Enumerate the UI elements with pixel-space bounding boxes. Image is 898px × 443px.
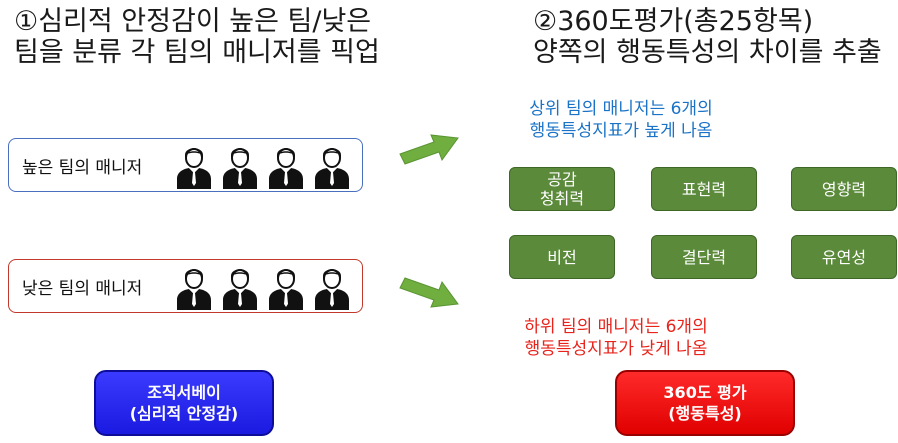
trait-label: 표현력 — [681, 179, 727, 199]
high-team-label: 높은 팀의 매니저 — [22, 158, 143, 178]
low-team-label: 낮은 팀의 매니저 — [22, 279, 143, 299]
businessman-icon — [176, 268, 212, 310]
eval-button-line2: (행동특성) — [668, 404, 742, 423]
step2-line1: ②360도평가(총25항목) — [533, 6, 814, 37]
trait-chip-vision: 비전 — [509, 235, 615, 279]
low-note-line1: 하위 팀의 매니저는 6개의 — [524, 317, 708, 337]
trait-chip-flexibility: 유연성 — [791, 235, 897, 279]
org-survey-button[interactable]: 조직서베이 (심리적 안정감) — [94, 370, 274, 436]
businessman-icon — [222, 147, 258, 189]
arrow-down-right-icon — [399, 277, 459, 308]
businessman-icon — [222, 268, 258, 310]
low-note-line2: 행동특성지표가 낮게 나옴 — [524, 339, 708, 359]
high-team-note: 상위 팀의 매니저는 6개의 행동특성지표가 높게 나옴 — [510, 98, 732, 142]
trait-label: 청취력 — [539, 189, 585, 208]
businessman-icon — [176, 147, 212, 189]
survey-button-line1: 조직서베이 — [147, 383, 221, 402]
high-team-box: 높은 팀의 매니저 — [8, 138, 363, 192]
businessman-icon — [314, 268, 350, 310]
step1-line2: 팀을 분류 각 팀의 매니저를 픽업 — [14, 37, 380, 68]
step1-heading: ①심리적 안정감이 높은 팀/낮은 팀을 분류 각 팀의 매니저를 픽업 — [14, 6, 380, 68]
360-evaluation-button[interactable]: 360도 평가 (행동특성) — [615, 370, 795, 436]
eval-button-line1: 360도 평가 — [663, 383, 747, 402]
trait-label: 영향력 — [821, 179, 867, 199]
step1-line1: ①심리적 안정감이 높은 팀/낮은 — [14, 6, 372, 37]
step2-heading: ②360도평가(총25항목) 양쪽의 행동특성의 차이를 추출 — [533, 6, 882, 68]
arrow-up-right-icon — [399, 134, 459, 165]
high-note-line2: 행동특성지표가 높게 나옴 — [529, 121, 713, 141]
trait-chip-decisiveness: 결단력 — [651, 235, 757, 279]
trait-chip-expression: 표현력 — [651, 167, 757, 211]
trait-label: 비전 — [547, 247, 577, 267]
high-note-line1: 상위 팀의 매니저는 6개의 — [529, 99, 713, 119]
step2-line2: 양쪽의 행동특성의 차이를 추출 — [533, 37, 882, 68]
trait-chip-influence: 영향력 — [791, 167, 897, 211]
trait-label: 유연성 — [821, 247, 867, 267]
trait-label: 결단력 — [681, 247, 727, 267]
businessman-icon — [268, 268, 304, 310]
businessman-icon — [268, 147, 304, 189]
trait-label: 공감 — [547, 170, 577, 189]
low-team-note: 하위 팀의 매니저는 6개의 행동특성지표가 낮게 나옴 — [505, 316, 727, 360]
survey-button-line2: (심리적 안정감) — [129, 404, 239, 423]
low-team-box: 낮은 팀의 매니저 — [8, 259, 363, 313]
businessman-icon — [314, 147, 350, 189]
